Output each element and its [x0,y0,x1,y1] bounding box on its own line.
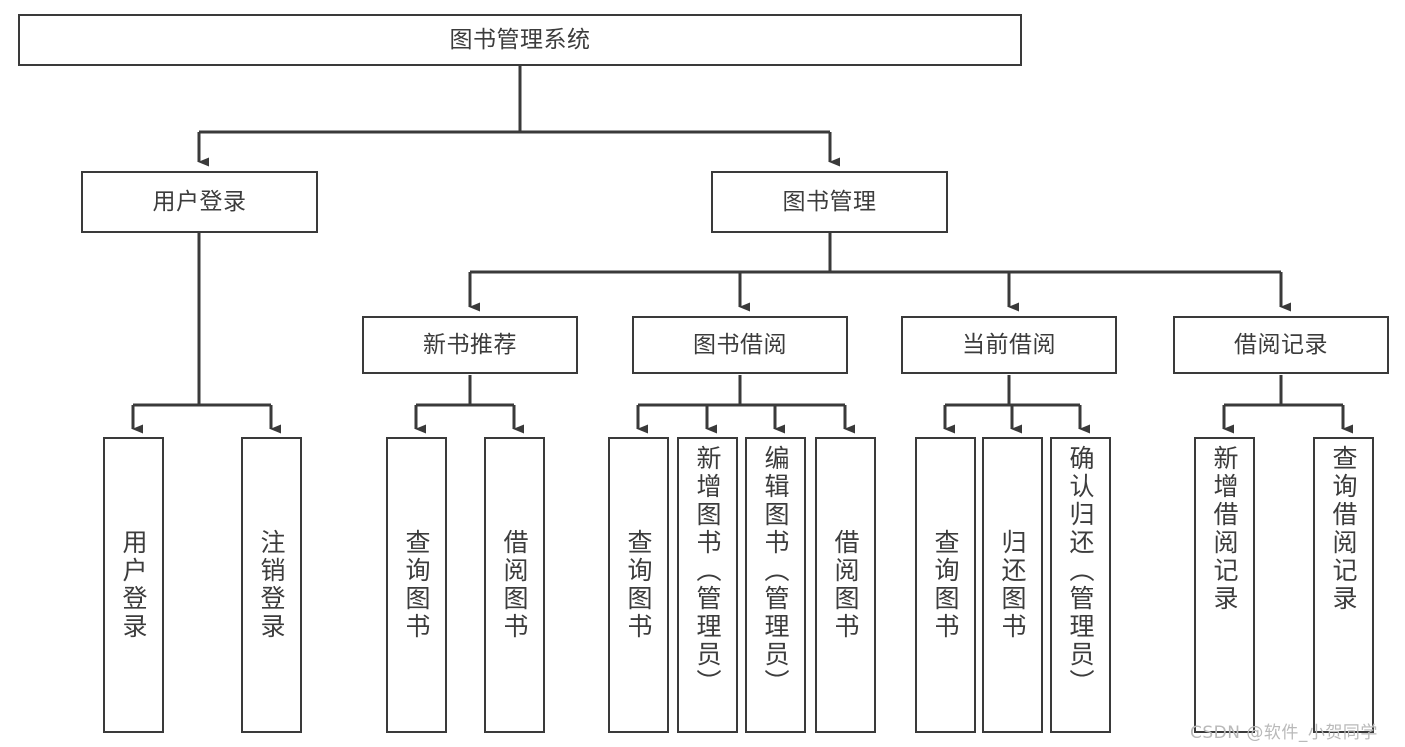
node-label: 查询图书 [931,529,960,641]
node-label: 查询图书 [624,529,653,641]
leaf-borrow-borrow-book[interactable]: 借阅图书 [815,437,876,733]
node-label: 新增图书（管理员） [693,445,722,697]
node-label: 借阅图书 [831,529,860,641]
node-current-borrow[interactable]: 当前借阅 [901,316,1117,374]
node-book-management[interactable]: 图书管理 [711,171,948,233]
node-book-borrow[interactable]: 图书借阅 [632,316,848,374]
leaf-recommend-borrow-book[interactable]: 借阅图书 [484,437,545,733]
node-label: 图书借阅 [693,331,787,358]
node-label: 新增借阅记录 [1210,445,1239,613]
node-user-login[interactable]: 用户登录 [81,171,318,233]
node-label: 查询图书 [402,529,431,641]
node-label: 确认归还（管理员） [1066,445,1095,697]
csdn-watermark: CSDN @软件_小贺同学 [1190,723,1378,743]
leaf-user-login-logout[interactable]: 注销登录 [241,437,302,733]
node-label: 图书管理 [782,188,877,215]
node-label: 用户登录 [119,529,148,641]
leaf-current-query-book[interactable]: 查询图书 [915,437,976,733]
leaf-borrow-query-book[interactable]: 查询图书 [608,437,669,733]
node-label: 编辑图书（管理员） [761,445,790,697]
node-borrow-record[interactable]: 借阅记录 [1173,316,1389,374]
node-label: 借阅图书 [500,529,529,641]
leaf-borrow-edit-book-admin[interactable]: 编辑图书（管理员） [745,437,806,733]
leaf-borrow-add-book-admin[interactable]: 新增图书（管理员） [677,437,738,733]
node-label: 图书管理系统 [449,26,591,53]
node-label: 注销登录 [257,529,286,641]
node-label: 借阅记录 [1234,331,1328,358]
leaf-current-return-book[interactable]: 归还图书 [982,437,1043,733]
node-label: 查询借阅记录 [1329,445,1358,613]
node-label: 归还图书 [998,529,1027,641]
node-label: 当前借阅 [962,331,1056,358]
node-new-book-recommend[interactable]: 新书推荐 [362,316,578,374]
leaf-user-login-login[interactable]: 用户登录 [103,437,164,733]
leaf-current-confirm-return-admin[interactable]: 确认归还（管理员） [1050,437,1111,733]
node-label: 用户登录 [152,188,247,215]
leaf-record-add-record[interactable]: 新增借阅记录 [1194,437,1255,733]
node-root-system[interactable]: 图书管理系统 [18,14,1022,66]
node-label: 新书推荐 [423,331,517,358]
leaf-record-query-record[interactable]: 查询借阅记录 [1313,437,1374,733]
leaf-recommend-query-book[interactable]: 查询图书 [386,437,447,733]
